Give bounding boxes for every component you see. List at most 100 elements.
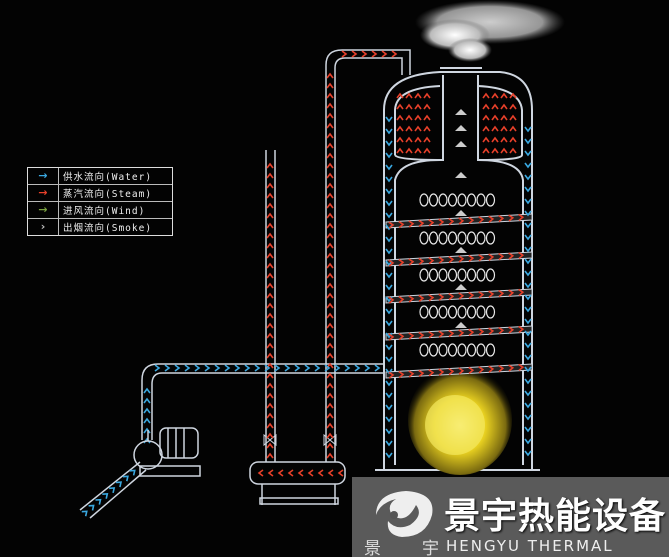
water-tube bbox=[438, 305, 448, 319]
water-tube bbox=[476, 343, 486, 357]
steam-arrow bbox=[478, 328, 485, 336]
steam-arrow bbox=[491, 103, 499, 110]
steam-arrow bbox=[266, 182, 274, 189]
steam-arrow bbox=[326, 272, 334, 279]
steam-header bbox=[249, 461, 346, 505]
steam-arrow bbox=[448, 292, 455, 301]
water-arrow bbox=[385, 152, 393, 159]
steam-arrow bbox=[518, 213, 525, 222]
water-arrow bbox=[385, 452, 393, 459]
water-tube bbox=[438, 193, 448, 207]
water-arrow bbox=[524, 162, 532, 169]
water-arrow bbox=[184, 364, 191, 372]
steam-arrow bbox=[423, 125, 431, 132]
water-tube bbox=[419, 343, 429, 357]
steam-arrow bbox=[414, 125, 422, 132]
steam-arrow bbox=[266, 382, 274, 389]
steam-arrow bbox=[326, 72, 334, 79]
smoke-arrow bbox=[455, 141, 467, 147]
water-arrow bbox=[524, 258, 532, 265]
water-tube bbox=[447, 193, 458, 207]
steam-arrow bbox=[266, 232, 274, 239]
steam-arrow bbox=[458, 217, 465, 225]
smoke-arrow-icon: › bbox=[28, 219, 59, 235]
steam-arrow bbox=[326, 82, 334, 89]
water-tube bbox=[466, 193, 477, 207]
water-arrow bbox=[524, 306, 532, 313]
smoke-arrow bbox=[455, 172, 467, 178]
steam-arrow bbox=[498, 289, 505, 298]
water-tube bbox=[457, 343, 467, 357]
water-arrow bbox=[102, 492, 109, 499]
water-arrow bbox=[524, 222, 532, 229]
legend-item-smoke: › 出烟流向(Smoke) bbox=[28, 219, 172, 235]
legend-label: 进风流向(Wind) bbox=[63, 206, 146, 217]
steam-arrow bbox=[438, 293, 445, 301]
smoke-arrow bbox=[455, 109, 467, 115]
water-arrow bbox=[385, 320, 393, 327]
smoke-arrow bbox=[455, 125, 467, 131]
steam-arrow bbox=[371, 50, 378, 58]
water-arrow bbox=[524, 234, 532, 241]
steam-arrow bbox=[396, 103, 404, 110]
steam-arrow bbox=[326, 312, 334, 319]
flow-legend: → 供水流向(Water) → 蒸汽流向(Steam) → 进风流向(Wind)… bbox=[27, 167, 173, 236]
water-arrow bbox=[244, 364, 251, 372]
steam-arrow bbox=[423, 147, 431, 154]
steam-arrow bbox=[317, 469, 324, 477]
water-arrow bbox=[524, 150, 532, 157]
steam-arrow bbox=[418, 257, 425, 265]
steam-arrow bbox=[468, 254, 475, 263]
steam-arrow bbox=[488, 365, 495, 373]
water-arrow bbox=[364, 364, 371, 372]
water-arrow bbox=[143, 427, 151, 434]
steam-arrow bbox=[326, 412, 334, 419]
water-arrow bbox=[354, 364, 361, 372]
water-tube bbox=[428, 305, 439, 319]
water-arrow bbox=[164, 364, 171, 372]
water-arrow bbox=[524, 330, 532, 337]
water-tube bbox=[485, 268, 496, 282]
water-arrow bbox=[314, 364, 321, 372]
steam-arrow bbox=[326, 392, 334, 399]
steam-pipe-inner bbox=[334, 57, 403, 462]
steam-arrow bbox=[408, 220, 415, 228]
water-pump bbox=[133, 427, 201, 477]
steam-arrow bbox=[396, 125, 404, 132]
steam-arrow bbox=[482, 92, 490, 99]
water-tube bbox=[485, 305, 496, 319]
valve-icon bbox=[323, 433, 337, 447]
smoke-arrow bbox=[455, 210, 467, 216]
steam-arrow bbox=[266, 282, 274, 289]
water-arrow bbox=[524, 342, 532, 349]
steam-arrow bbox=[428, 331, 435, 339]
water-tube bbox=[428, 193, 439, 207]
steam-arrow bbox=[266, 392, 274, 399]
steam-arrow bbox=[266, 302, 274, 309]
steam-arrow bbox=[488, 290, 495, 298]
water-tube bbox=[438, 231, 448, 245]
steam-arrow bbox=[257, 469, 264, 477]
water-arrow bbox=[385, 392, 393, 399]
water-tube bbox=[419, 268, 429, 282]
logo-name-cn: 景宇热能设备 bbox=[444, 496, 667, 537]
water-arrow bbox=[524, 138, 532, 145]
steam-arrow bbox=[266, 432, 274, 439]
steam-arrow bbox=[478, 254, 485, 262]
steam-arrow bbox=[277, 469, 284, 477]
steam-arrow bbox=[518, 325, 525, 334]
water-tube bbox=[476, 305, 486, 319]
legend-label: 出烟流向(Smoke) bbox=[63, 223, 153, 234]
pipework bbox=[79, 49, 411, 519]
steam-arrow bbox=[326, 332, 334, 339]
steam-arrow bbox=[326, 282, 334, 289]
steam-arrow bbox=[482, 125, 490, 132]
steam-arrow bbox=[388, 259, 395, 267]
steam-arrow bbox=[408, 295, 415, 303]
steam-arrow bbox=[491, 92, 499, 99]
steam-arrow bbox=[391, 50, 398, 58]
steam-arrow bbox=[458, 329, 465, 337]
steam-arrow bbox=[381, 50, 388, 58]
legend-item-steam: → 蒸汽流向(Steam) bbox=[28, 185, 172, 202]
